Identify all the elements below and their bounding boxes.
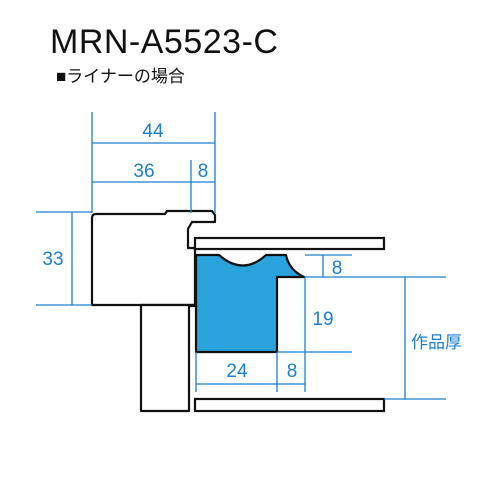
product-code-title: MRN-A5523-C xyxy=(50,23,279,61)
dim-label-inner-width: 36 xyxy=(133,161,154,182)
frame-upper-body xyxy=(90,209,217,307)
dim-label-artwork-thickness: 作品厚 xyxy=(411,333,462,352)
liner-profile xyxy=(194,253,306,354)
frame-lower-leg xyxy=(139,303,197,413)
dim-label-liner-top: 8 xyxy=(332,258,343,279)
backing-strip-bottom xyxy=(193,397,386,413)
dim-label-rabbet-width: 8 xyxy=(198,161,209,182)
dim-label-liner-lip: 8 xyxy=(287,361,298,382)
liner-case-subtitle: ■ライナーの場合 xyxy=(56,67,185,86)
dim-label-liner-width: 24 xyxy=(226,361,248,382)
dim-label-height: 33 xyxy=(42,249,63,270)
glazing-strip-top xyxy=(193,236,386,251)
frame-profile xyxy=(90,209,217,413)
dim-label-liner-depth: 19 xyxy=(312,309,333,330)
dim-label-overall-width: 44 xyxy=(142,121,164,142)
